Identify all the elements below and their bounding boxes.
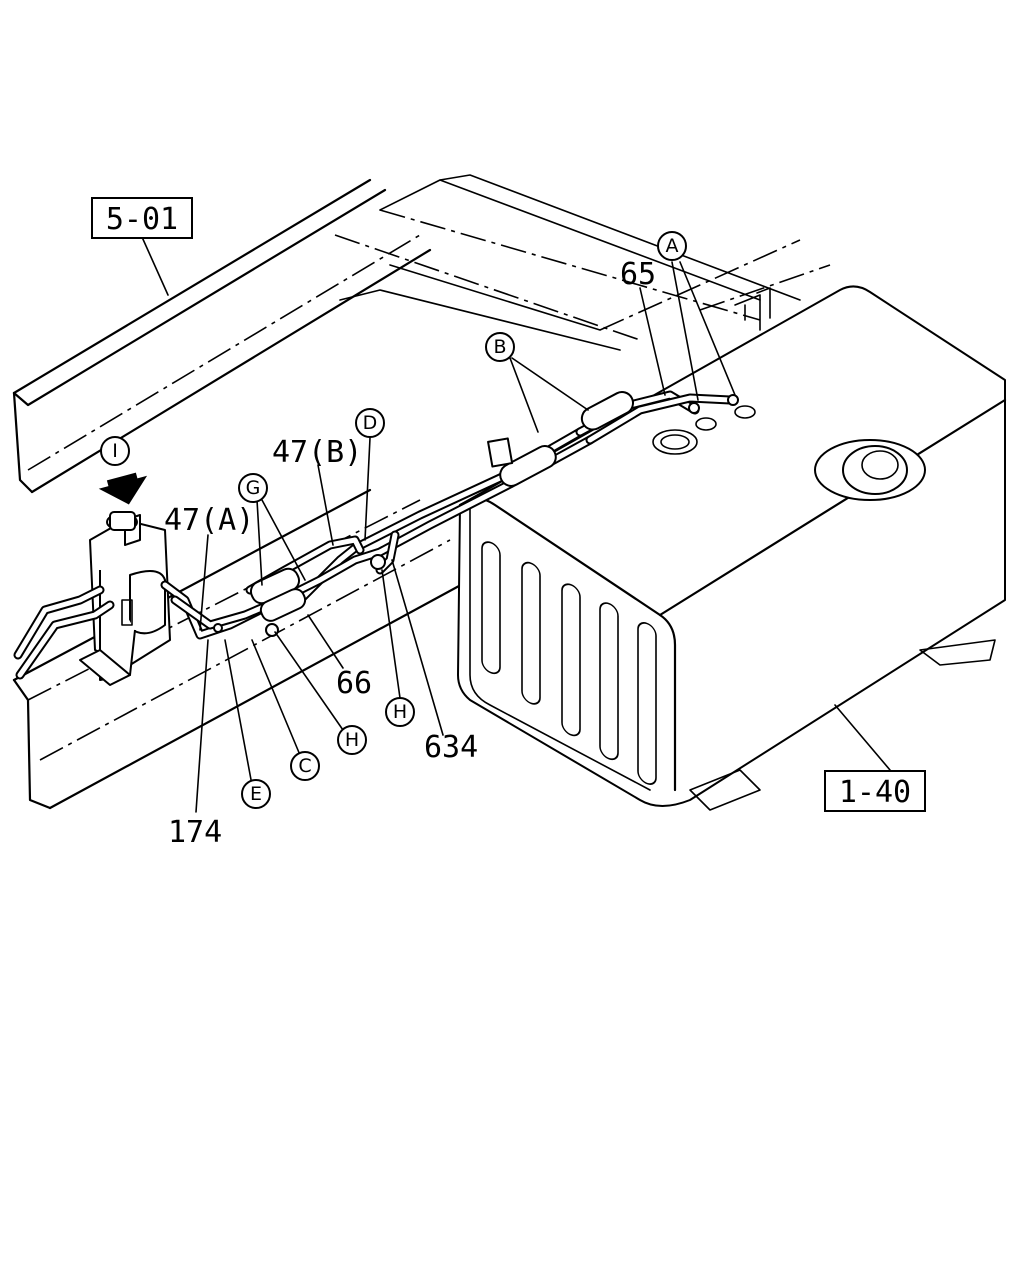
callout-d[interactable]: D <box>355 408 385 438</box>
pipe-clamps <box>213 394 739 637</box>
frame-ref-box[interactable]: 5-01 <box>91 197 193 239</box>
callout-d-label: D <box>363 412 378 434</box>
callout-c[interactable]: C <box>290 751 320 781</box>
callout-g-label: G <box>246 477 261 499</box>
callout-g[interactable]: G <box>238 473 268 503</box>
part-label-47a: 47(A) <box>164 503 254 538</box>
frame-ref-label: 5-01 <box>106 202 178 237</box>
part-label-634: 634 <box>424 730 478 765</box>
tank-ref-label: 1-40 <box>839 775 911 810</box>
down-arrow-icon <box>98 472 148 505</box>
fuel-tank <box>457 285 1007 811</box>
callout-h-upper-label: H <box>393 701 407 723</box>
callout-b[interactable]: B <box>485 332 515 362</box>
fuel-filter-assembly <box>79 511 171 686</box>
callout-b-label: B <box>493 336 506 358</box>
part-label-47b: 47(B) <box>272 435 362 470</box>
callout-i-label: I <box>112 440 118 462</box>
callout-e-label: E <box>250 783 262 805</box>
callout-h-lower[interactable]: H <box>337 725 367 755</box>
callout-h-upper[interactable]: H <box>385 697 415 727</box>
tank-ref-box[interactable]: 1-40 <box>824 770 926 812</box>
lower-frame-rail <box>12 488 472 810</box>
part-label-174: 174 <box>168 815 222 850</box>
callout-e[interactable]: E <box>241 779 271 809</box>
leader-lines <box>141 236 891 813</box>
rubber-hoses <box>487 391 635 487</box>
part-label-65: 65 <box>620 257 656 292</box>
callout-i[interactable]: I <box>100 436 130 466</box>
callout-a[interactable]: A <box>657 231 687 261</box>
callout-a-label: A <box>666 235 679 257</box>
callout-h-lower-label: H <box>345 729 359 751</box>
callout-c-label: C <box>298 755 311 777</box>
part-label-66: 66 <box>336 666 372 701</box>
